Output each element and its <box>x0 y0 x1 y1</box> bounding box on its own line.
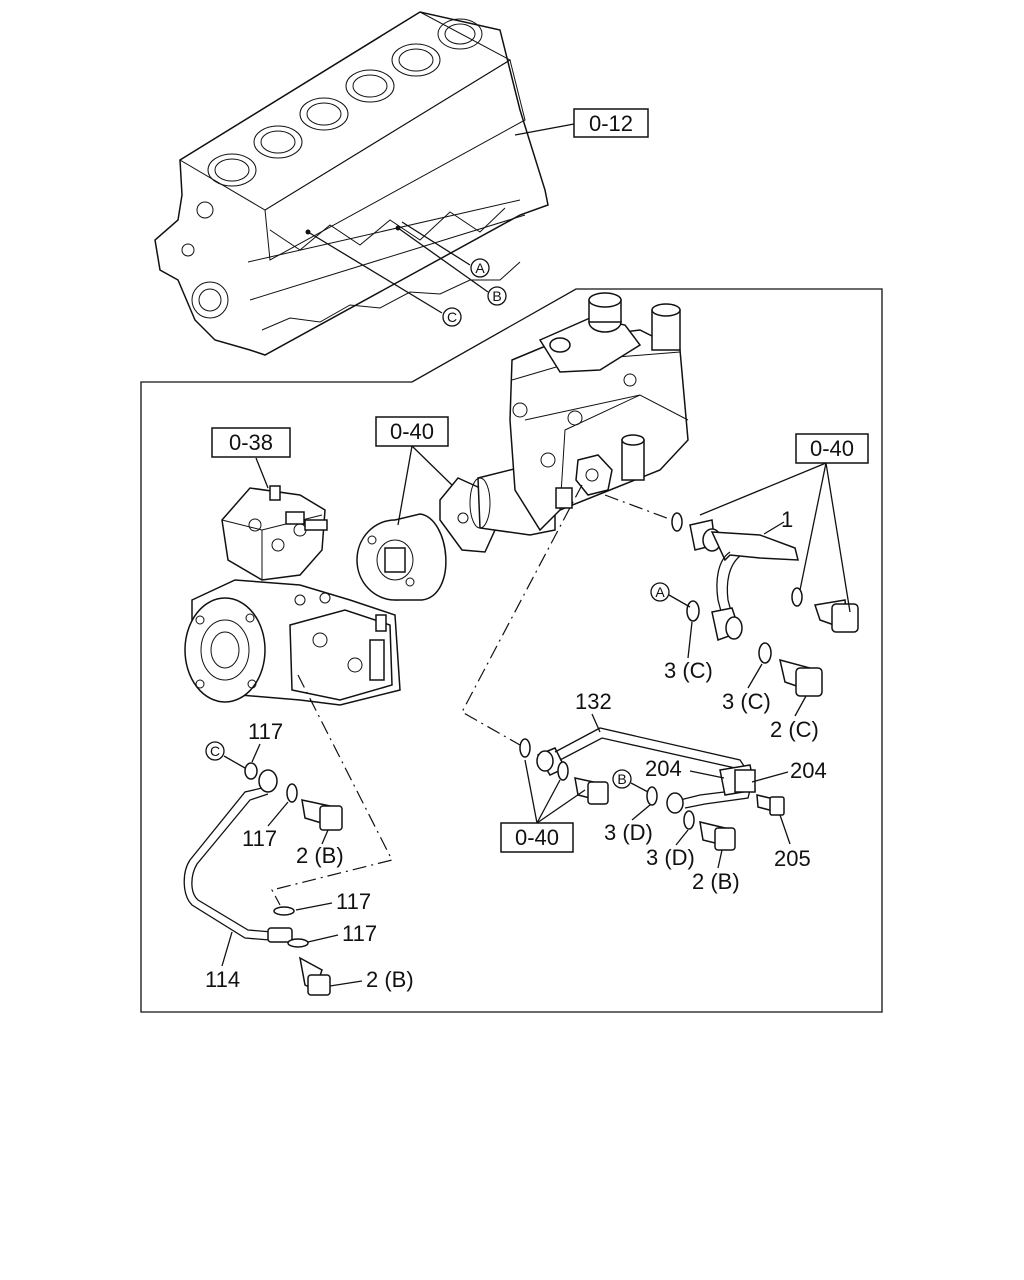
ref-box-banjo-right: 0-40 <box>699 433 869 613</box>
ref-text-compressor: 0-38 <box>229 430 273 455</box>
label-pipe-1: 1 <box>781 507 793 532</box>
marker-pipe132-b: B <box>612 769 649 793</box>
svg-text:A: A <box>655 584 665 600</box>
svg-text:B: B <box>492 288 501 304</box>
label-washer-3d-a: 3 (D) <box>604 820 653 845</box>
label-bolt-2c: 2 (C) <box>770 717 819 742</box>
marker-pipe114-c: C <box>205 741 246 769</box>
ref-text-coupling: 0-40 <box>390 419 434 444</box>
ref-text-block: 0-12 <box>589 111 633 136</box>
marker-block-c: C <box>442 307 462 327</box>
svg-text:C: C <box>447 309 457 325</box>
ref-box-compressor: 0-38 <box>211 427 291 489</box>
marker-block-a: A <box>470 258 490 278</box>
label-washer-3d-b: 3 (D) <box>646 845 695 870</box>
coupling <box>356 513 447 601</box>
pipe-132-assembly <box>461 484 785 851</box>
label-washer-117-top: 117 <box>248 719 283 744</box>
marker-pipe1-a: A <box>650 582 691 608</box>
pipe-1-assembly <box>604 494 859 697</box>
label-bolt-205: 205 <box>774 846 811 871</box>
svg-text:C: C <box>210 743 220 759</box>
label-clip-204-a: 204 <box>645 756 682 781</box>
ref-text-banjo-right: 0-40 <box>810 436 854 461</box>
label-clip-204-b: 204 <box>790 758 827 783</box>
label-pipe-114: 114 <box>205 967 240 992</box>
svg-text:B: B <box>617 771 626 787</box>
label-washer-117-mid: 117 <box>242 826 277 851</box>
cylinder-bores <box>207 18 483 187</box>
air-compressor <box>184 485 401 706</box>
marker-block-b: B <box>487 286 507 306</box>
label-washer-3c-b: 3 (C) <box>722 689 771 714</box>
label-bolt-2b-right: 2 (B) <box>692 869 740 894</box>
label-washer-3c-a: 3 (C) <box>664 658 713 683</box>
label-bolt-2b-left: 2 (B) <box>296 843 344 868</box>
label-washer-117-low2: 117 <box>342 921 377 946</box>
engine-block <box>154 11 575 356</box>
label-bolt-2b-bottom: 2 (B) <box>366 967 414 992</box>
ref-text-lower: 0-40 <box>515 825 559 850</box>
label-washer-117-low1: 117 <box>336 889 371 914</box>
pipe-114-assembly <box>183 674 393 996</box>
injection-pump <box>439 292 689 553</box>
ref-box-block: 0-12 <box>573 108 649 138</box>
detail-frame <box>140 288 883 1013</box>
svg-text:A: A <box>475 260 485 276</box>
ref-box-lower: 0-40 <box>500 759 586 853</box>
label-pipe-132: 132 <box>575 689 612 714</box>
ref-box-coupling: 0-40 <box>375 416 456 526</box>
